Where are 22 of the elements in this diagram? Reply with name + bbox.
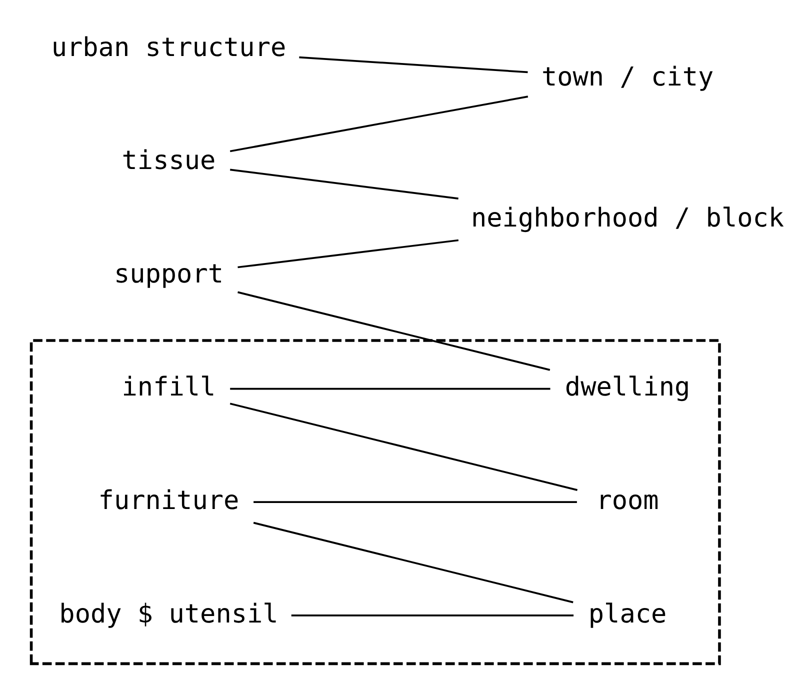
node-text: infill xyxy=(121,372,216,403)
node-text: body $ utensil xyxy=(58,599,278,630)
cluster xyxy=(29,339,720,666)
node-text: support xyxy=(113,259,224,290)
node-text: town / city xyxy=(540,62,714,92)
connector xyxy=(253,501,576,504)
node-text: neighborhood / block xyxy=(470,204,784,234)
connector xyxy=(298,56,528,74)
connector xyxy=(252,522,573,604)
connector xyxy=(229,168,458,200)
connector xyxy=(290,614,574,616)
connector xyxy=(229,402,578,491)
connector xyxy=(230,388,550,390)
connector xyxy=(229,96,528,152)
node-text: dwelling xyxy=(564,372,690,403)
connector xyxy=(237,291,550,371)
connector xyxy=(237,239,458,268)
node-text: place xyxy=(588,599,666,630)
node-text: room xyxy=(596,486,658,516)
node-text: urban structure xyxy=(50,32,286,63)
node-text: tissue xyxy=(121,146,216,176)
node-text: furniture xyxy=(98,486,239,516)
